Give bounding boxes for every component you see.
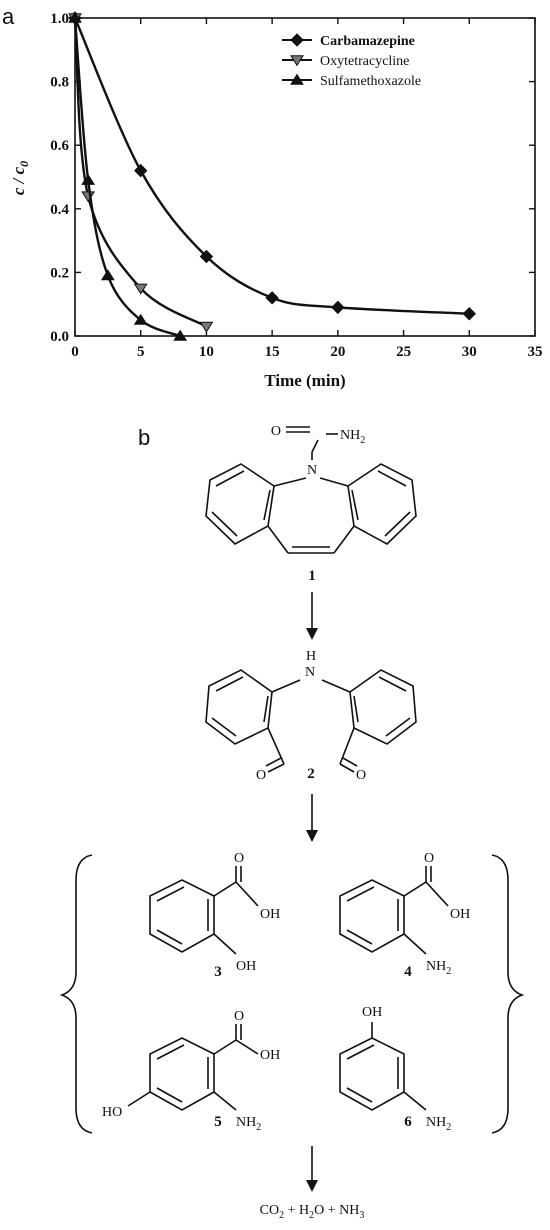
x-tick-label: 0 <box>71 344 79 360</box>
x-tick-label: 20 <box>330 344 345 360</box>
compound-label-2: 2 <box>307 766 315 782</box>
data-point <box>173 329 188 341</box>
y-tick-label: 0.8 <box>50 75 69 91</box>
y-axis-title: c / c0 <box>9 161 31 195</box>
y-tick-label: 1.0 <box>50 11 69 27</box>
x-tick-label: 15 <box>265 344 280 360</box>
atom-o-c5: O <box>234 1009 244 1024</box>
series-line <box>73 17 208 328</box>
data-point <box>81 173 96 185</box>
data-point <box>134 163 148 178</box>
chart-area: 0 5 10 15 20 25 30 35 0.0 0.2 0.4 0.6 0.8 1.0 Time (m… <box>9 11 543 390</box>
atom-oh-c5-acid: OH <box>260 1048 280 1063</box>
x-tick-label: 5 <box>137 344 145 360</box>
atom-o-c4: O <box>424 851 434 866</box>
legend-marker <box>290 55 304 67</box>
atom-oh-c3-phenol: OH <box>236 959 256 974</box>
atom-oh-c3-acid: OH <box>260 907 280 922</box>
legend-label: Carbamazepine <box>320 34 415 49</box>
data-point <box>199 321 214 333</box>
atom-oh-c6: OH <box>362 1005 382 1020</box>
atom-nh2-c4: NH2 <box>426 959 451 977</box>
reaction-arrow-2 <box>306 794 318 842</box>
compound-label-4: 4 <box>404 964 412 980</box>
plot-frame <box>74 17 536 337</box>
atom-n-ring: N <box>307 463 317 478</box>
compound-label-5: 5 <box>214 1114 222 1130</box>
series-line <box>73 17 181 338</box>
compound-4-structure: O OH NH2 4 <box>339 851 470 980</box>
compound-5-structure: O OH HO NH2 5 <box>102 1009 280 1133</box>
compound-label-6: 6 <box>404 1114 412 1130</box>
atom-o-aldehyde-right: O <box>356 768 366 783</box>
atom-n-amine: N <box>305 665 315 680</box>
atom-o-c3: O <box>234 851 244 866</box>
y-tick-label: 0.4 <box>50 202 69 218</box>
panel-b-label: b <box>138 425 150 450</box>
data-point <box>199 249 214 264</box>
x-tick-label: 25 <box>396 344 411 360</box>
chart-series <box>68 11 476 341</box>
right-brace <box>491 854 525 1134</box>
atom-ho-c5: HO <box>102 1105 122 1120</box>
y-tick-label: 0.6 <box>50 138 69 154</box>
x-axis-title: Time (min) <box>264 371 345 390</box>
reaction-arrow-3 <box>306 1146 318 1192</box>
y-tick-label: 0.2 <box>50 265 69 281</box>
data-point <box>462 307 476 321</box>
atom-nh2-amide: NH2 <box>340 428 365 446</box>
legend-label: Sulfamethoxazole <box>320 74 421 89</box>
panel-a-label: a <box>2 4 15 29</box>
data-point <box>100 269 115 281</box>
series-carbamazepine <box>68 11 476 321</box>
atom-nh2-c6: NH2 <box>426 1115 451 1133</box>
data-point <box>133 313 148 325</box>
y-tick-label: 0.0 <box>50 329 69 345</box>
data-point <box>265 291 279 305</box>
data-point <box>331 300 345 315</box>
atom-oh-c4-acid: OH <box>450 907 470 922</box>
atom-nh2-c5: NH2 <box>236 1115 261 1133</box>
legend-marker <box>290 73 304 85</box>
axis-ticks: 0 5 10 15 20 25 30 35 0.0 0.2 0.4 0.6 0.8 1.0 <box>50 11 542 360</box>
compound-label-1: 1 <box>308 568 316 584</box>
series-line <box>73 17 470 315</box>
y-axis-title-text: c / c <box>9 166 28 195</box>
compound-1-structure: O NH2 N 1 <box>205 424 417 584</box>
atom-o-aldehyde-left: O <box>256 768 266 783</box>
left-brace <box>59 854 93 1134</box>
compound-6-structure: OH NH2 6 <box>339 1005 451 1133</box>
atom-o-carbonyl: O <box>271 424 281 439</box>
data-point <box>68 11 82 23</box>
atom-h-amine: H <box>306 649 316 664</box>
x-tick-label: 30 <box>462 344 477 360</box>
reaction-arrow-1 <box>306 592 318 640</box>
compound-2-structure: H N O O 2 <box>205 649 417 783</box>
final-products: CO2 + H2O + NH3 <box>260 1203 365 1221</box>
x-tick-label: 35 <box>528 344 543 360</box>
data-point <box>133 283 148 295</box>
compound-label-3: 3 <box>214 964 222 980</box>
compound-3-structure: O OH OH 3 <box>149 851 280 980</box>
data-point <box>81 191 96 203</box>
legend-label: Oxytetracycline <box>320 54 409 69</box>
x-tick-label: 10 <box>199 344 214 360</box>
y-axis-title-subscript: 0 <box>17 161 31 167</box>
chart-legend: CarbamazepineOxytetracyclineSulfamethoxa… <box>282 33 421 89</box>
legend-marker <box>290 33 304 47</box>
series-sulfamethoxazole <box>68 11 188 341</box>
